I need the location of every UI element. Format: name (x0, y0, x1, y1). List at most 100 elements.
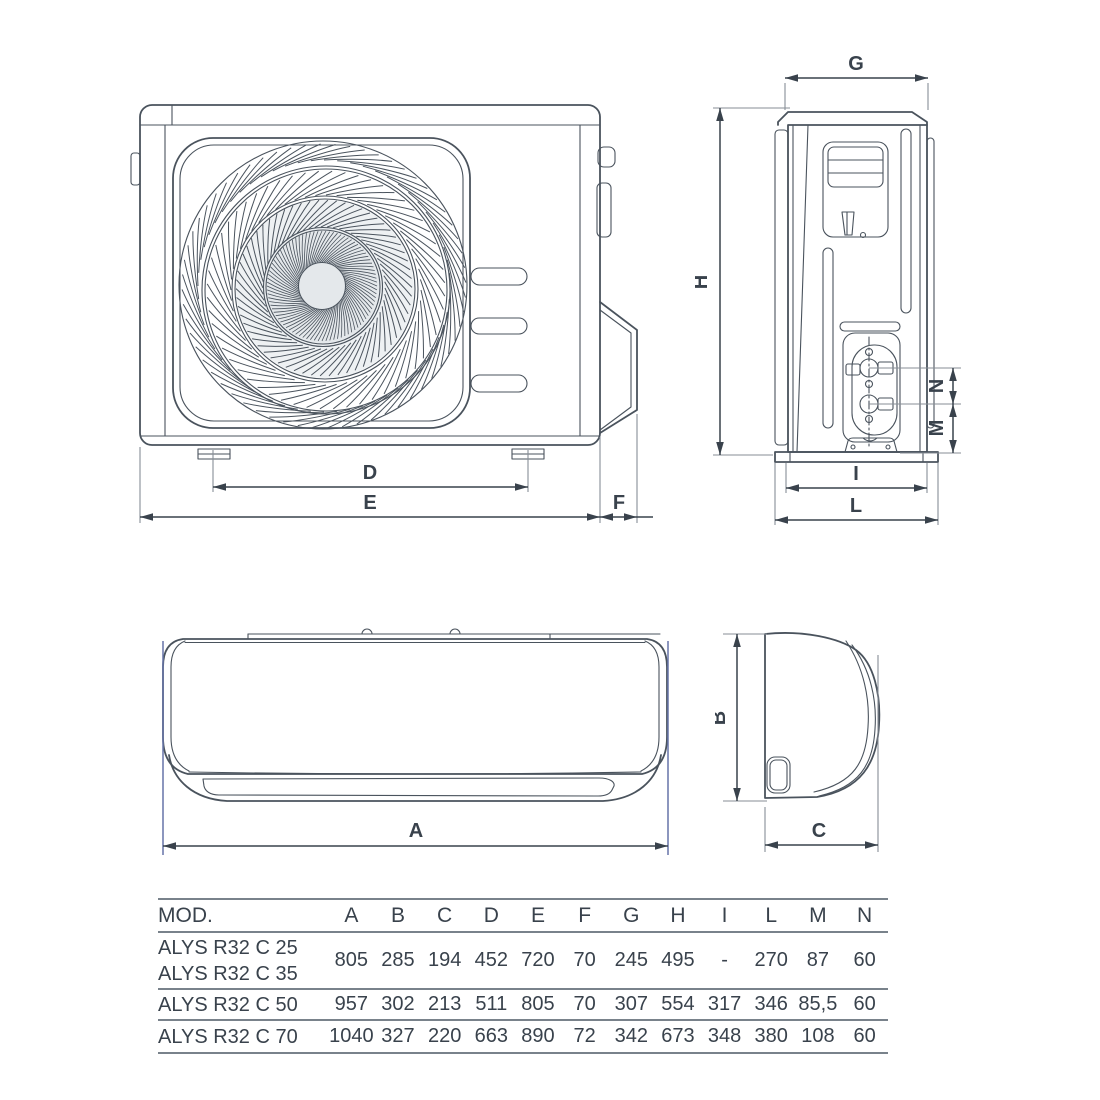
table-row: ALYS R32 C 50 957 302 213 511 805 70 307… (158, 989, 888, 1020)
dimension-value: 307 (614, 993, 648, 1015)
dimension-value: 805 (334, 949, 369, 971)
dimension-c: C (764, 655, 879, 852)
dimension-value: 663 (474, 1025, 508, 1047)
dimension-value: 511 (475, 993, 508, 1015)
indoor-unit-side-view: B C (715, 632, 881, 852)
valve-cover (596, 146, 638, 434)
dimension-value: 60 (853, 949, 876, 971)
hinge-notch (361, 628, 373, 635)
unit-feet (197, 448, 545, 460)
indoor-unit-front-view: A (162, 628, 669, 855)
column-header-h: H (670, 903, 686, 927)
fan-hub (297, 261, 347, 311)
dimension-f: F (600, 414, 653, 523)
dimension-i: I (785, 463, 928, 493)
dimensions-table: MOD. A B C D E F G H I L M N ALYS R32 C … (158, 898, 888, 1054)
hinge-notch (449, 628, 461, 635)
dimension-value: 194 (427, 949, 462, 971)
dimension-e: E (139, 437, 601, 523)
dimension-value: 60 (853, 1025, 876, 1047)
carry-handle (822, 141, 889, 239)
dimension-value: 85,5 (798, 993, 838, 1015)
column-header-n: N (857, 903, 873, 927)
model-name: ALYS R32 C 70 (158, 1025, 298, 1048)
dimension-value: 957 (334, 993, 369, 1015)
dimension-value: 220 (427, 1025, 462, 1047)
side-louvers (470, 267, 528, 393)
dimension-value: 380 (754, 1025, 788, 1047)
dim-label-e: E (363, 492, 376, 514)
dimension-g: G (784, 53, 929, 110)
dimension-value: 108 (801, 1025, 835, 1047)
column-header-l: L (765, 903, 778, 927)
outdoor-side-body (774, 111, 935, 453)
indoor-body (162, 628, 668, 775)
dimension-value: 317 (707, 993, 742, 1015)
column-header-b: B (390, 903, 405, 927)
dimension-value: 285 (381, 949, 415, 971)
model-name-line: ALYS R32 C 35 (158, 962, 298, 985)
dimension-a: A (162, 641, 669, 855)
dim-label-c: C (812, 820, 826, 842)
model-name: ALYS R32 C 25 ALYS R32 C 35 (158, 932, 328, 989)
fan-grille (172, 137, 471, 430)
dimension-value: 554 (661, 993, 695, 1015)
dimension-n: N (869, 367, 961, 405)
side-tab (130, 152, 141, 186)
outdoor-unit-side-view: G H N M I L (695, 53, 961, 525)
base-rail (774, 451, 939, 463)
dim-label-n: N (926, 379, 948, 393)
dimension-value: 245 (614, 949, 648, 971)
table-row: ALYS R32 C 70 1040 327 220 663 890 72 34… (158, 1020, 888, 1053)
outdoor-unit-front-view: D E F (130, 104, 653, 523)
dimension-value: 327 (381, 1025, 415, 1047)
column-header-d: D (483, 903, 499, 927)
dim-label-d: D (363, 462, 377, 484)
dimension-value: 70 (573, 993, 596, 1015)
table-header-row: MOD. A B C D E F G H I L M N (158, 899, 888, 932)
dimension-d: D (212, 450, 529, 492)
column-header-i: I (721, 903, 728, 927)
column-header-a: A (344, 903, 359, 927)
dimension-value: 452 (474, 949, 508, 971)
dimension-value: 348 (707, 1025, 742, 1047)
dim-label-h: H (695, 275, 712, 289)
dimension-value: 302 (381, 993, 415, 1015)
dimension-value: 60 (853, 993, 876, 1015)
dimension-value: 270 (754, 949, 788, 971)
dimension-value: 72 (573, 1025, 596, 1047)
dimension-value: 346 (754, 993, 788, 1015)
dim-label-m: M (926, 420, 948, 437)
column-header-e: E (530, 903, 545, 927)
column-header-mod: MOD. (158, 903, 213, 927)
dimension-value: 213 (427, 993, 462, 1015)
dim-label-g: G (848, 53, 864, 75)
dimension-m: M (900, 404, 961, 454)
dim-label-f: F (613, 492, 625, 514)
dimension-value: 673 (661, 1025, 695, 1047)
model-name-line: ALYS R32 C 25 (158, 936, 298, 959)
dim-label-a: A (409, 820, 423, 842)
model-name: ALYS R32 C 50 (158, 993, 298, 1016)
dimension-value: 87 (806, 949, 830, 971)
column-header-c: C (437, 903, 453, 927)
air-flap (168, 754, 662, 802)
dimension-value: - (721, 949, 728, 971)
indoor-side-body (764, 632, 881, 799)
dim-label-b: B (715, 711, 730, 725)
dimension-b: B (715, 633, 767, 802)
table-row: ALYS R32 C 25 ALYS R32 C 35 805 285 194 … (158, 932, 888, 989)
mounting-bracket (844, 437, 898, 453)
display-window (766, 756, 791, 794)
dimension-l: L (774, 463, 939, 525)
column-header-g: G (623, 903, 640, 927)
column-header-f: F (578, 903, 592, 927)
column-header-m: M (809, 903, 827, 927)
outdoor-cabinet (130, 104, 601, 446)
dimension-value: 70 (573, 949, 596, 971)
dim-label-l: L (850, 495, 862, 517)
dimension-value: 342 (614, 1025, 648, 1047)
dimension-value: 805 (521, 993, 555, 1015)
service-valves (842, 332, 901, 448)
dimension-value: 890 (521, 1025, 555, 1047)
